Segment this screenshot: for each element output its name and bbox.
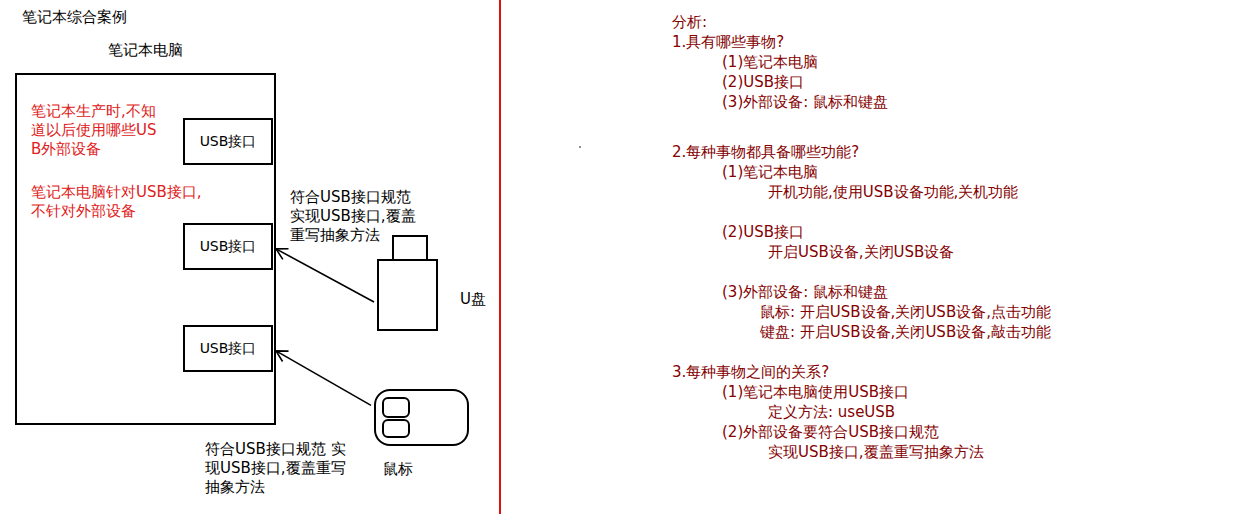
arrow-connector <box>276 351 371 406</box>
analysis-line: (2)外部设备要符合USB接口规范 <box>722 423 939 442</box>
analysis-line: 1.具有哪些事物? <box>672 33 784 52</box>
mouse-device: 鼠标 <box>375 390 468 445</box>
port-label: USB接口 <box>200 132 257 151</box>
device-label: 鼠标 <box>383 460 413 479</box>
stray-dot <box>579 146 581 148</box>
analysis-line: (1)笔记本电脑 <box>722 53 818 72</box>
analysis-line: (1)笔记本电脑 <box>722 163 818 182</box>
usb-port-box: USB接口 <box>183 118 273 165</box>
analysis-line: 实现USB接口,覆盖重写抽象方法 <box>768 443 984 462</box>
analysis-line: 鼠标: 开启USB设备,关闭USB设备,点击功能 <box>760 303 1051 322</box>
divider-line <box>499 0 501 514</box>
mouse-button <box>383 398 409 417</box>
analysis-line: 定义方法: useUSB <box>768 403 895 422</box>
analysis-line: (1)笔记本电脑使用USB接口 <box>722 383 909 402</box>
port-label: USB接口 <box>200 237 257 256</box>
analysis-line: 键盘: 开启USB设备,关闭USB设备,敲击功能 <box>760 323 1051 342</box>
laptop-box: 笔记本电脑笔记本生产时,不知道以后使用哪些USB外部设备笔记本电脑针对USB接口… <box>15 73 276 425</box>
laptop-heading: 笔记本电脑 <box>17 41 274 60</box>
usb-port-box: USB接口 <box>183 325 273 372</box>
port-label: USB接口 <box>200 339 257 358</box>
usb-port-box: USB接口 <box>183 223 273 270</box>
note-text: 符合USB接口规范 实现USB接口,覆盖重写抽象方法 <box>205 440 357 497</box>
usb-disk-drawing <box>378 260 437 330</box>
analysis-line: (2)USB接口 <box>722 223 804 242</box>
mouse-body <box>375 390 468 445</box>
laptop-note: 笔记本生产时,不知道以后使用哪些USB外部设备 <box>31 102 163 159</box>
arrow-connector <box>276 249 374 302</box>
usb-disk-body <box>378 260 437 330</box>
analysis-line: 分析: <box>672 13 707 32</box>
diagram-title: 笔记本综合案例 <box>22 8 127 27</box>
mouse-button <box>383 420 409 437</box>
analysis-line: 3.每种事物之间的关系? <box>672 363 829 382</box>
usb-plug <box>393 236 427 260</box>
analysis-line: 开启USB设备,关闭USB设备 <box>768 243 954 262</box>
analysis-line: 2.每种事物都具备哪些功能? <box>672 143 859 162</box>
analysis-line: (2)USB接口 <box>722 73 804 92</box>
analysis-line: (3)外部设备: 鼠标和键盘 <box>722 93 888 112</box>
analysis-line: (3)外部设备: 鼠标和键盘 <box>722 283 888 302</box>
laptop-note: 笔记本电脑针对USB接口,不针对外部设备 <box>31 183 209 221</box>
device-label: U盘 <box>460 290 486 309</box>
note-text: 符合USB接口规范 实现USB接口,覆盖重写抽象方法 <box>290 188 424 245</box>
mouse-drawing <box>375 390 468 445</box>
analysis-line: 开机功能,使用USB设备功能,关机功能 <box>768 183 1018 202</box>
usb-disk-device: U盘 <box>378 260 437 330</box>
